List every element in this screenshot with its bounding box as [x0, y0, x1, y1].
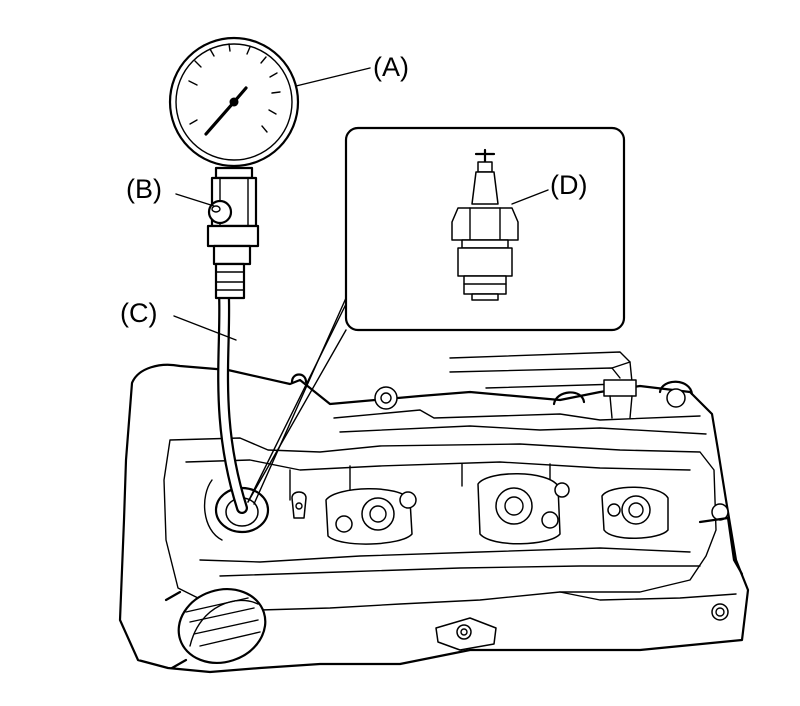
label-c: (C): [120, 298, 157, 328]
compression-gauge: [168, 36, 300, 300]
release-valve-b: [207, 199, 233, 225]
adapter-d: [451, 148, 519, 301]
gauge-tick-marks: [188, 43, 281, 133]
label-a: (A): [373, 52, 409, 82]
callout-leaders: [173, 67, 549, 341]
label-b: (B): [126, 174, 162, 204]
label-d: (D): [550, 170, 587, 200]
detail-leader-lines: [247, 295, 351, 505]
hose-c: [217, 290, 248, 514]
gauge-dial-a: [168, 36, 300, 168]
engine-head-cover: [118, 351, 750, 674]
